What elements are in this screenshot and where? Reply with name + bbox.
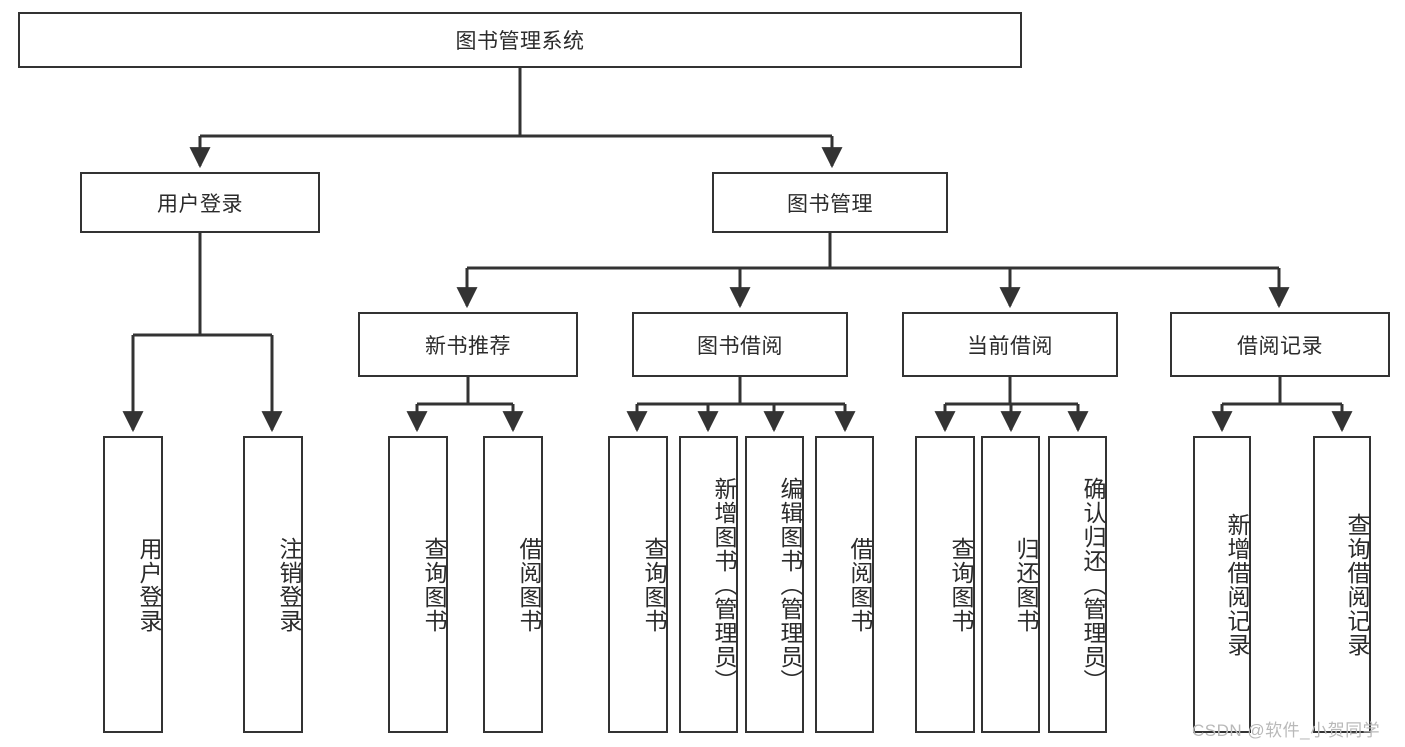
leaf-label: 新增图书（管理员） <box>711 476 737 693</box>
csdn-watermark: CSDN @软件_小贺同学 <box>1192 721 1381 740</box>
leaf-label: 查询借阅记录 <box>1344 512 1370 657</box>
leaf-book-borrow-edit[interactable]: 编辑图书（管理员） <box>745 436 804 733</box>
leaf-label: 编辑图书（管理员） <box>777 476 803 693</box>
leaf-current-borrow-return[interactable]: 归还图书 <box>981 436 1040 733</box>
leaf-book-borrow-borrow[interactable]: 借阅图书 <box>815 436 874 733</box>
leaf-label: 确认归还（管理员） <box>1080 476 1106 693</box>
node-new-book-recommend[interactable]: 新书推荐 <box>358 312 578 377</box>
node-user-login[interactable]: 用户登录 <box>80 172 320 233</box>
node-book-manage[interactable]: 图书管理 <box>712 172 948 233</box>
leaf-label: 注销登录 <box>276 536 302 633</box>
leaf-current-borrow-confirm[interactable]: 确认归还（管理员） <box>1048 436 1107 733</box>
leaf-book-borrow-add[interactable]: 新增图书（管理员） <box>679 436 738 733</box>
leaf-label: 归还图书 <box>1013 536 1039 633</box>
leaf-user-login-login[interactable]: 用户登录 <box>103 436 163 733</box>
leaf-label: 借阅图书 <box>847 536 873 633</box>
leaf-current-borrow-query[interactable]: 查询图书 <box>915 436 975 733</box>
node-borrow-record[interactable]: 借阅记录 <box>1170 312 1390 377</box>
node-root[interactable]: 图书管理系统 <box>18 12 1022 68</box>
leaf-user-login-logout[interactable]: 注销登录 <box>243 436 303 733</box>
leaf-borrow-record-add[interactable]: 新增借阅记录 <box>1193 436 1251 733</box>
leaf-new-book-borrow[interactable]: 借阅图书 <box>483 436 543 733</box>
leaf-label: 查询图书 <box>421 536 447 633</box>
leaf-book-borrow-query[interactable]: 查询图书 <box>608 436 668 733</box>
node-book-borrow[interactable]: 图书借阅 <box>632 312 848 377</box>
leaf-label: 新增借阅记录 <box>1224 512 1250 657</box>
leaf-label: 借阅图书 <box>516 536 542 633</box>
leaf-new-book-query[interactable]: 查询图书 <box>388 436 448 733</box>
leaf-borrow-record-query[interactable]: 查询借阅记录 <box>1313 436 1371 733</box>
node-current-borrow[interactable]: 当前借阅 <box>902 312 1118 377</box>
leaf-label: 用户登录 <box>136 536 162 633</box>
leaf-label: 查询图书 <box>948 536 974 633</box>
leaf-label: 查询图书 <box>641 536 667 633</box>
